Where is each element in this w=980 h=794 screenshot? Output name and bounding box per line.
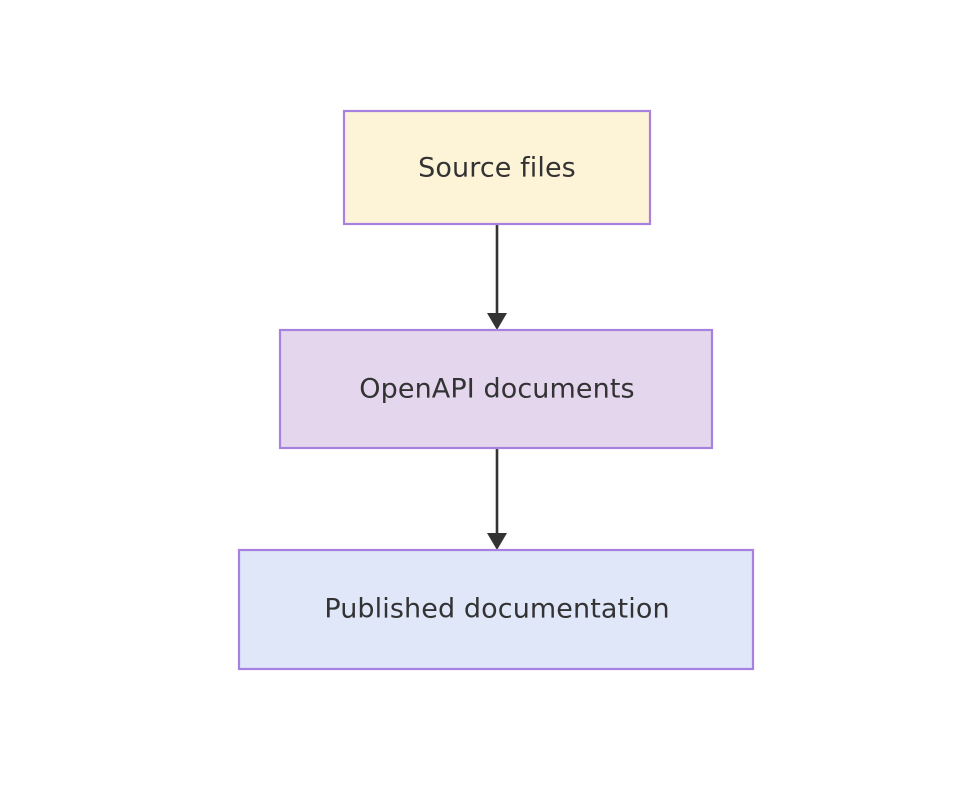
node-openapi-documents[interactable]: OpenAPI documents [278,328,714,450]
edge-openapi-to-published [487,448,507,550]
node-source-files[interactable]: Source files [342,109,652,226]
arrowhead-icon-source-to-openapi [487,313,507,330]
arrowhead-icon-openapi-to-published [487,533,507,550]
node-published-documentation-label: Published documentation [324,594,669,625]
node-published-documentation[interactable]: Published documentation [237,548,755,671]
edge-source-to-openapi [487,224,507,330]
node-source-files-label: Source files [418,153,576,184]
node-source-files-box[interactable] [342,109,652,226]
node-openapi-documents-label: OpenAPI documents [359,374,634,405]
node-published-documentation-box[interactable] [237,548,755,671]
node-openapi-documents-box[interactable] [278,328,714,450]
